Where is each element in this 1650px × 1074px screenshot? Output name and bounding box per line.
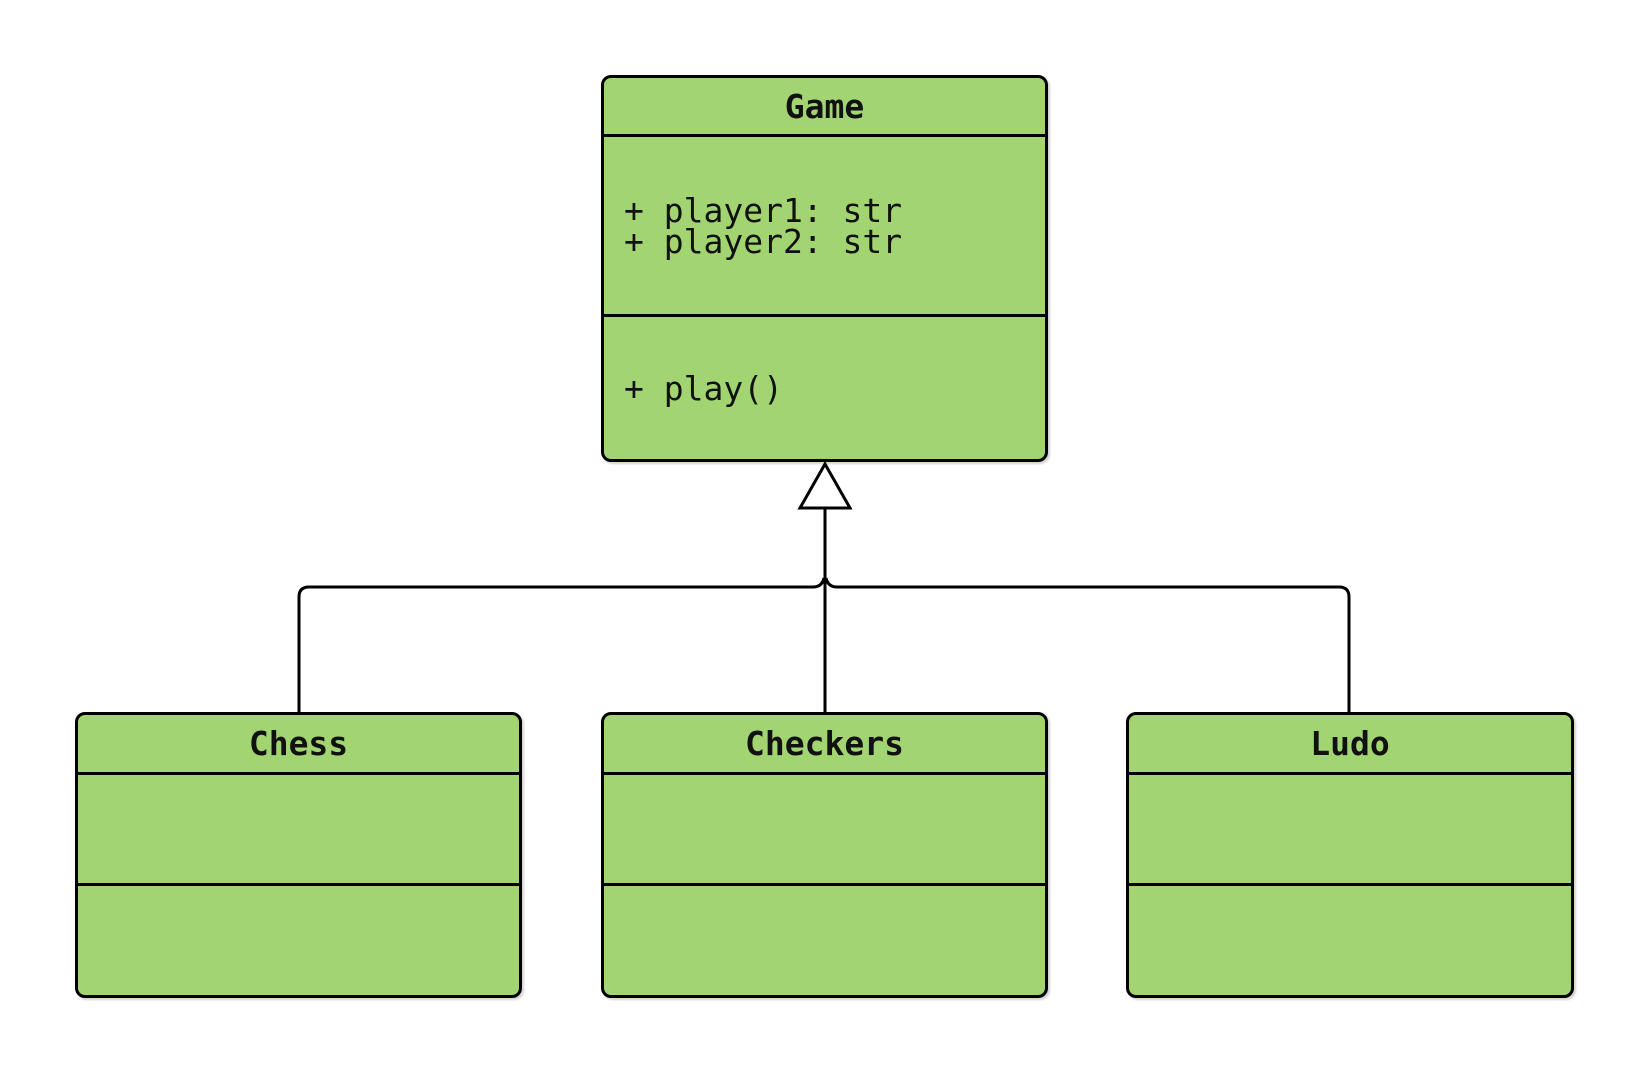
class-game-attributes: + player1: str + player2: str [604,137,1045,317]
class-chess: Chess [75,712,522,998]
attribute-player1: + player1: str [624,190,903,230]
class-checkers-methods [604,886,1045,995]
attribute-player2: + player2: str [624,221,903,261]
class-game-title: Game [604,78,1045,137]
method-play: + play() [624,368,783,408]
class-checkers: Checkers [601,712,1048,998]
class-ludo: Ludo [1126,712,1574,998]
class-ludo-title: Ludo [1129,715,1571,775]
class-ludo-attributes [1129,775,1571,886]
edge-chess-to-game [297,577,826,712]
inheritance-arrowhead-icon [797,460,853,510]
class-ludo-methods [1129,886,1571,995]
edge-ludo-to-game [824,577,1351,712]
class-game-methods: + play() [604,317,1045,459]
class-chess-title: Chess [78,715,519,775]
class-checkers-title: Checkers [604,715,1045,775]
class-game: Game + player1: str + player2: str + pla… [601,75,1048,462]
class-chess-methods [78,886,519,995]
class-chess-attributes [78,775,519,886]
class-checkers-attributes [604,775,1045,886]
